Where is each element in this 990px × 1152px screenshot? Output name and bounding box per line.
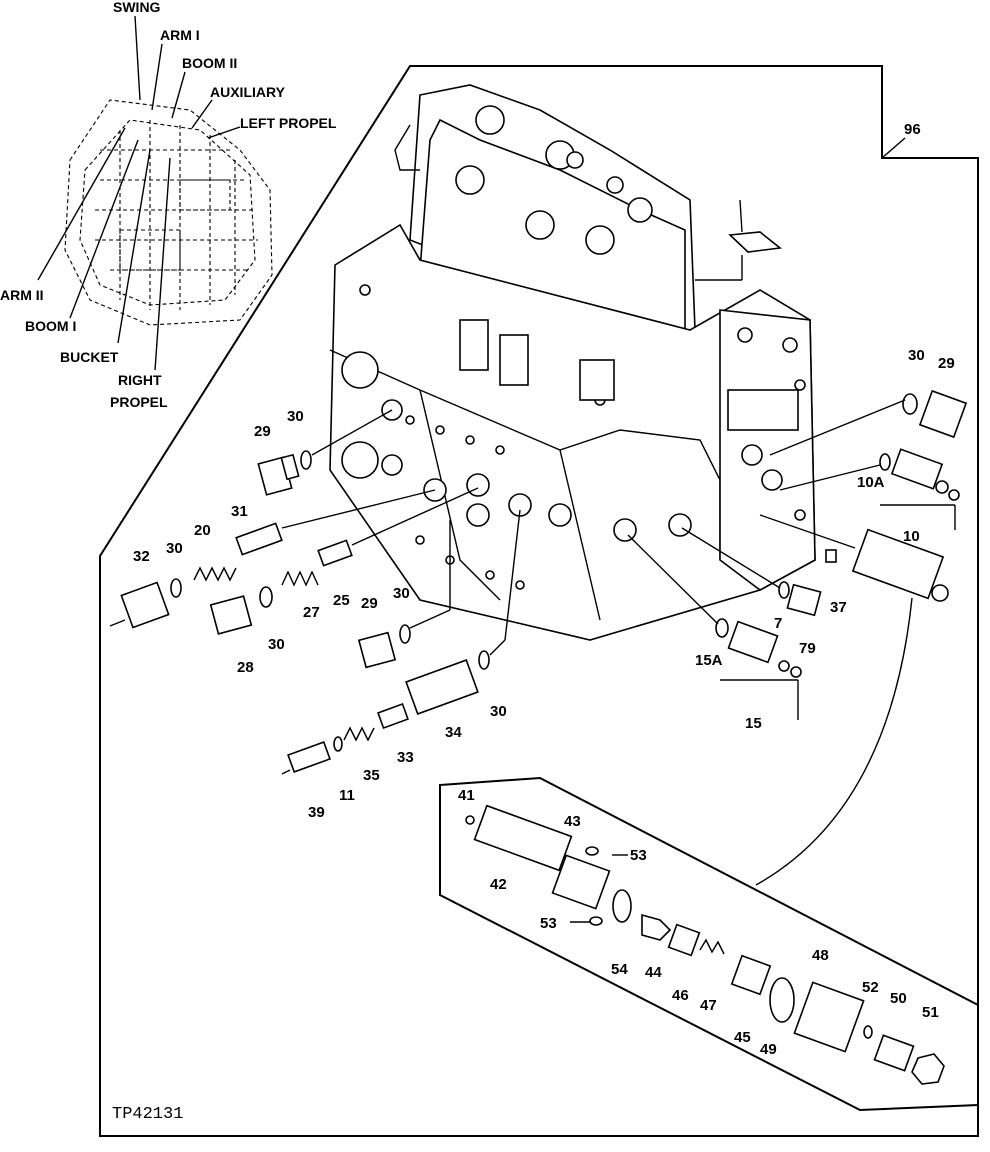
diagram-border [99,65,979,1137]
callout: 31 [231,503,248,520]
section-label-auxiliary: AUXILIARY [210,84,286,100]
callout: 45 [734,1029,751,1046]
callout: 15A [695,652,723,669]
callout: 30 [268,636,285,653]
callout: 35 [363,767,380,784]
exploded-parts [109,389,968,775]
callout: 30 [393,585,410,602]
callout: 51 [922,1004,939,1021]
callout: 49 [760,1041,777,1058]
section-label-propel: PROPEL [110,394,168,410]
callout: 33 [397,749,414,766]
section-labels: SWING ARM I BOOM II AUXILIARY LEFT PROPE… [0,0,337,410]
callout: 11 [339,787,355,804]
section-label-swing: SWING [113,0,161,15]
detail-inset-border [439,776,979,1112]
callout: 30 [908,347,925,364]
assembly-leader [881,137,906,159]
callout: 7 [774,615,782,632]
callout: 47 [700,997,717,1014]
detail-leader [755,597,913,886]
callout: 10A [857,474,885,491]
valve-thumbnail [64,99,273,326]
callout: 41 [458,787,475,804]
section-label-left-propel: LEFT PROPEL [240,115,337,131]
callout: 79 [799,640,816,657]
callout: 29 [938,355,955,372]
callout: 25 [333,592,350,609]
callout: 29 [361,595,378,612]
callout: 44 [645,964,662,981]
callout: 46 [672,987,689,1004]
callout: 52 [862,979,879,996]
callout: 30 [166,540,183,557]
callout: 30 [490,703,507,720]
callout: 29 [254,423,271,440]
section-label-boom-2: BOOM II [182,55,237,71]
section-label-boom-1: BOOM I [25,318,76,334]
part-callouts: 29 30 30 29 10A 10 31 20 32 30 27 25 28 … [133,347,955,1058]
callout: 50 [890,990,907,1007]
callout: 39 [308,804,325,821]
assembly-number: 96 [904,121,921,138]
section-label-right: RIGHT [118,372,162,388]
callout: 10 [903,528,920,545]
callout: 27 [303,604,320,621]
callout: 34 [445,724,462,741]
callout: 43 [564,813,581,830]
control-valve-body [329,84,816,641]
callout: 53 [630,847,647,864]
callout: 28 [237,659,254,676]
callout: 42 [490,876,507,893]
callout: 48 [812,947,829,964]
callout: 15 [745,715,762,732]
callout: 54 [611,961,628,978]
callout: 53 [540,915,557,932]
callout: 30 [287,408,304,425]
detail-parts [465,804,945,1085]
figure-id: TP42131 [112,1105,183,1124]
section-label-arm-1: ARM I [160,27,200,43]
section-leaders [37,15,241,371]
callout: 37 [830,599,847,616]
callout: 20 [194,522,211,539]
section-label-bucket: BUCKET [60,349,119,365]
callout: 32 [133,548,150,565]
section-label-arm-2: ARM II [0,287,44,303]
